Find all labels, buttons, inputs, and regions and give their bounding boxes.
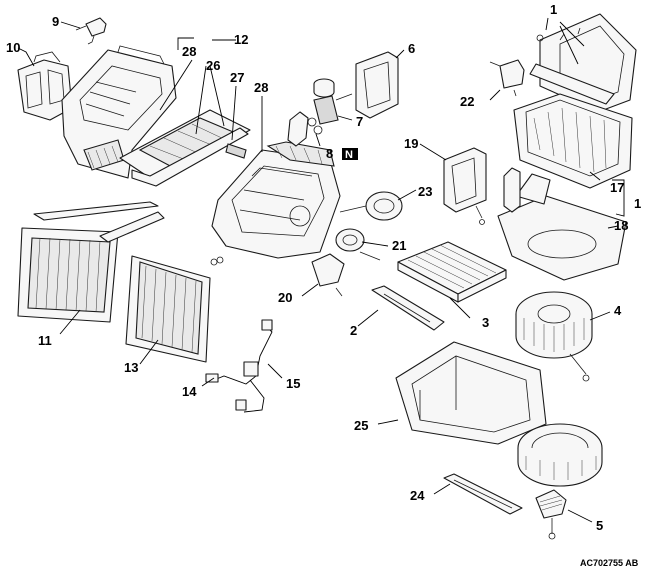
part-25-lower-case bbox=[395, 341, 603, 487]
part-13-evaporator bbox=[125, 255, 218, 363]
callout-19: 19 bbox=[404, 136, 418, 151]
callout-24: 24 bbox=[410, 488, 425, 503]
callout-1-side: 1 bbox=[634, 196, 641, 211]
callout-1-top: 1 bbox=[550, 2, 557, 17]
callout-3: 3 bbox=[482, 315, 489, 330]
callout-13: 13 bbox=[124, 360, 138, 375]
figure-reference-code: AC702755 AB bbox=[580, 558, 639, 568]
part-18-blower-tray bbox=[497, 173, 627, 281]
leader-lines bbox=[17, 17, 625, 523]
callout-labels: 1 1 2 3 4 5 6 7 8 9 10 11 12 13 14 15 17… bbox=[6, 2, 641, 533]
part-24-duct-gasket bbox=[443, 473, 523, 515]
callout-27: 27 bbox=[230, 70, 244, 85]
callout-8: 8 bbox=[326, 146, 333, 161]
part-11-heater-core bbox=[17, 201, 165, 323]
part-2-filter-cover bbox=[371, 285, 445, 331]
part-23-motor-actuator bbox=[339, 191, 403, 221]
callout-28-right: 28 bbox=[254, 80, 268, 95]
callout-17: 17 bbox=[610, 180, 624, 195]
left-case bbox=[61, 45, 177, 179]
part-17-case bbox=[513, 93, 633, 189]
callout-20: 20 bbox=[278, 290, 292, 305]
part-3-air-filter bbox=[397, 241, 507, 303]
callout-6: 6 bbox=[408, 41, 415, 56]
part-20-motor-actuator bbox=[311, 253, 345, 297]
part-14-15-wiring-harness bbox=[205, 319, 273, 413]
part-22-actuator bbox=[489, 59, 525, 97]
callout-11: 11 bbox=[38, 333, 52, 348]
callout-12: 12 bbox=[234, 32, 248, 47]
callout-21: 21 bbox=[392, 238, 406, 253]
part-7-expansion-valve bbox=[313, 78, 353, 125]
n-badge-text: N bbox=[345, 149, 353, 161]
callout-14: 14 bbox=[182, 384, 197, 399]
callout-28-left: 28 bbox=[182, 44, 196, 59]
callout-9: 9 bbox=[52, 14, 59, 29]
callout-25: 25 bbox=[354, 418, 368, 433]
callout-10: 10 bbox=[6, 40, 20, 55]
callout-22: 22 bbox=[460, 94, 474, 109]
callout-15: 15 bbox=[286, 376, 300, 391]
callout-26: 26 bbox=[206, 58, 220, 73]
callout-23: 23 bbox=[418, 184, 432, 199]
callout-2: 2 bbox=[350, 323, 357, 338]
right-case bbox=[211, 141, 341, 264]
n-badge: N bbox=[342, 148, 358, 161]
part-8-o-rings bbox=[287, 111, 323, 147]
part-19-control-unit bbox=[443, 147, 487, 225]
callout-18: 18 bbox=[614, 218, 628, 233]
callout-5: 5 bbox=[596, 518, 603, 533]
part-26-27-seals bbox=[119, 109, 251, 187]
part-1-air-inlet-case bbox=[529, 13, 637, 113]
part-9-sensor bbox=[75, 17, 107, 45]
part-4-blower-fan bbox=[515, 291, 593, 382]
part-21-motor-actuator bbox=[335, 228, 381, 261]
part-5-resistor bbox=[535, 489, 567, 540]
callout-7: 7 bbox=[356, 114, 363, 129]
callout-4: 4 bbox=[614, 303, 622, 318]
part-6-cover bbox=[355, 51, 399, 119]
duct-hose bbox=[503, 167, 521, 213]
